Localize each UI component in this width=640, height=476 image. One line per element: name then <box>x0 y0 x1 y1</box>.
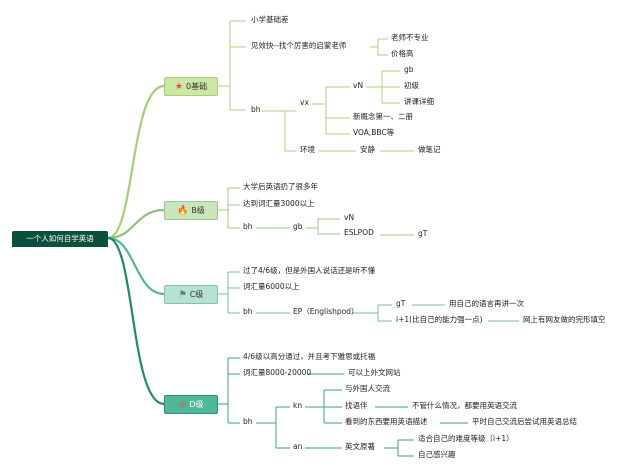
node-nd3-an1-2[interactable]: 自己感兴趣 <box>418 450 456 459</box>
node-nb3[interactable]: bh <box>243 222 253 231</box>
node-nd2[interactable]: 词汇量8000-20000 <box>243 368 312 377</box>
node-n0c[interactable]: bh <box>251 105 261 114</box>
edge-root-level-0 <box>107 84 165 240</box>
edge-vx-children <box>312 86 350 135</box>
node-nb3-gt[interactable]: gT <box>418 229 428 238</box>
edge-nc3-leaves <box>412 304 519 322</box>
target-icon: ◎ <box>178 399 187 410</box>
node-n0b[interactable]: 见效快--找个厉害的启蒙老师 <box>251 41 347 50</box>
node-n0a[interactable]: 小学基础差 <box>251 15 289 24</box>
node-nd1[interactable]: 4/6级以高分通过，并且考下雅思或托福 <box>243 352 376 361</box>
node-nb1[interactable]: 大学后英语扔了很多年 <box>243 182 318 191</box>
edge-ld-children <box>216 357 240 424</box>
node-n0c-gb[interactable]: gb <box>404 65 414 74</box>
level-b-node[interactable]: 🔥 B级 <box>164 201 218 220</box>
node-n0c-vn[interactable]: vN <box>353 81 364 90</box>
level-c-label: C级 <box>189 290 204 299</box>
edge-nb3-chain <box>256 218 414 236</box>
node-nd3-kn3[interactable]: 看到的东西要用英语描述 <box>345 417 428 426</box>
level-c-node[interactable]: ⚑ C级 <box>164 285 218 304</box>
node-nc3[interactable]: bh <box>243 307 253 316</box>
node-nd3-an1[interactable]: 英文原著 <box>345 442 375 451</box>
node-n0c-cj[interactable]: 初级 <box>404 81 419 90</box>
edge-lc-children <box>216 271 240 314</box>
node-nc3-i1-1[interactable]: 网上有网友做的完形填空 <box>523 315 606 324</box>
edge-n0c-env <box>284 111 296 152</box>
edge-vn-children <box>366 70 400 104</box>
edge-kn-leaves <box>375 406 468 424</box>
node-nd3-an1-1[interactable]: 适合自己的难度等级（i+1） <box>418 434 514 443</box>
node-nc1[interactable]: 过了4/6级，但是外国人说话还是听不懂 <box>243 266 376 275</box>
edge-root-level-c <box>107 236 165 296</box>
node-n0b2[interactable]: 价格高 <box>391 49 414 58</box>
node-n0c-zbj[interactable]: 做笔记 <box>418 145 441 154</box>
node-n0c-voa[interactable]: VOA,BBC等 <box>353 128 395 137</box>
node-nc3-i1[interactable]: i+1(比自己的能力强一点) <box>396 315 483 324</box>
node-nc2[interactable]: 词汇量6000以上 <box>243 282 300 291</box>
edge-nd3-children <box>256 406 290 449</box>
edge-kn-children <box>305 389 342 424</box>
node-nc3-gt[interactable]: gT <box>396 299 406 308</box>
node-nd3-kn2-1[interactable]: 不管什么情况，都要用英语交流 <box>412 401 517 410</box>
edge-root-level-b <box>107 208 165 240</box>
edge-nc3-chain <box>256 304 392 322</box>
star-icon: ★ <box>174 81 183 92</box>
level-0-node[interactable]: ★ 0基础 <box>164 77 218 96</box>
node-n0b1[interactable]: 老师不专业 <box>391 33 429 42</box>
level-d-label: D级 <box>189 400 204 409</box>
level-d-node[interactable]: ◎ D级 <box>164 395 218 414</box>
flame-icon: 🔥 <box>177 205 189 216</box>
node-nd3-kn3-1[interactable]: 平时自己交流后尝试用英语总结 <box>472 417 577 426</box>
root-node[interactable]: 一个人如何自学英语 <box>12 231 108 246</box>
node-n0c-vx[interactable]: vx <box>300 98 309 107</box>
level-b-label: B级 <box>191 206 205 215</box>
node-nc3-gt-1[interactable]: 用自己的语言再讲一次 <box>449 299 524 308</box>
node-nd2-1[interactable]: 可以上外文网站 <box>348 368 401 377</box>
node-nb3-vn[interactable]: vN <box>344 213 355 222</box>
node-nb3-gb[interactable]: gb <box>293 222 303 231</box>
level-0-label: 0基础 <box>185 82 208 91</box>
edge-l0-children <box>216 20 246 111</box>
node-n0c-aj[interactable]: 安静 <box>360 145 375 154</box>
node-nc3-ep[interactable]: EP（Englishpod） <box>293 307 359 316</box>
edge-an-chain <box>305 439 414 457</box>
node-n0c-env[interactable]: 环境 <box>300 145 315 154</box>
node-n0c-xgn[interactable]: 新概念第一、二册 <box>353 112 413 121</box>
node-nb3-esl[interactable]: ESLPOD <box>344 228 374 237</box>
node-nb2[interactable]: 达到词汇量3000以上 <box>243 199 315 208</box>
node-nd3-an[interactable]: an <box>293 442 303 451</box>
node-nd3-kn2[interactable]: 找语伴 <box>345 401 368 410</box>
edge-n0b-children <box>370 38 388 56</box>
edge-lb-children <box>216 187 240 229</box>
node-nd3-kn1[interactable]: 与外国人交流 <box>345 384 390 393</box>
node-nd3-kn[interactable]: kn <box>293 401 303 410</box>
node-n0c-jk[interactable]: 讲课详细 <box>404 97 434 106</box>
edge-root-level-d <box>107 236 165 406</box>
node-nd3[interactable]: bh <box>243 417 253 426</box>
flag-icon: ⚑ <box>178 289 187 300</box>
